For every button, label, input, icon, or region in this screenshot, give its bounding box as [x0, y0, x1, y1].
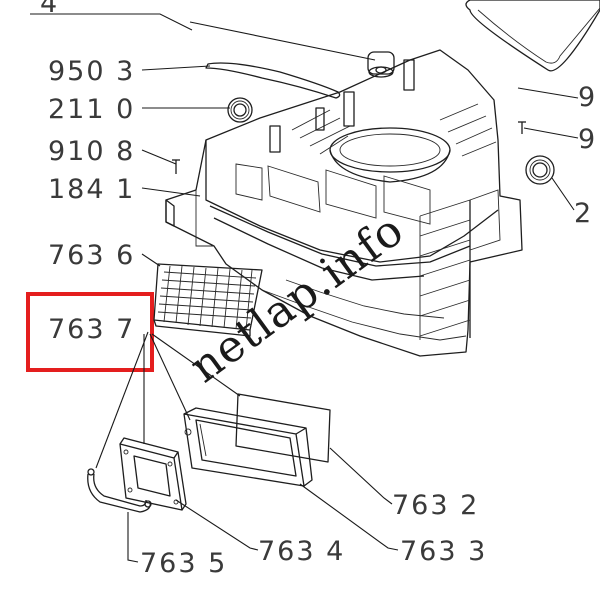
leader-right-screw	[523, 127, 579, 139]
label-right-9b: 9	[578, 124, 597, 155]
screw-9108	[172, 159, 180, 174]
label-7637: 763 7	[48, 314, 135, 345]
seal-strip-9503	[205, 62, 341, 99]
gear-2110	[227, 97, 253, 123]
label-7632: 763 2	[392, 490, 479, 521]
label-1841: 184 1	[48, 174, 135, 205]
handle-7635	[87, 468, 152, 513]
leader-9503	[141, 65, 211, 71]
label-7634: 763 4	[258, 536, 345, 567]
leader-right-gasket	[517, 87, 579, 99]
main-housing-1841	[165, 49, 523, 357]
leader-top-to-cap	[189, 21, 376, 61]
leader-1841	[141, 187, 201, 197]
label-top-partial: 4	[40, 0, 59, 19]
label-9108: 910 8	[48, 136, 135, 167]
leader-7635	[127, 512, 139, 563]
frame-7634	[119, 437, 187, 511]
label-9503: 950 3	[48, 56, 135, 87]
leader-7632	[329, 447, 393, 505]
leader-7637-handle	[95, 331, 149, 469]
leader-9108	[141, 149, 177, 165]
gear-right	[525, 155, 555, 185]
leader-7637-pad	[151, 333, 241, 397]
leader-7636	[141, 253, 161, 267]
leader-7637-cartridge	[149, 333, 191, 421]
screw-right	[518, 121, 526, 134]
label-7636: 763 6	[48, 240, 135, 271]
leader-7633	[299, 483, 399, 551]
filter-pad-7632	[235, 393, 331, 463]
label-7633: 763 3	[400, 536, 487, 567]
leader-right-gear	[551, 177, 575, 211]
filter-cartridge-7633	[183, 407, 313, 487]
label-right-9a: 9	[578, 82, 597, 113]
label-2110: 211 0	[48, 94, 135, 125]
cylinder-cap	[367, 51, 395, 78]
leader-7634	[175, 499, 259, 551]
label-right-2: 2	[574, 198, 593, 229]
gasket-top-right	[465, 0, 600, 72]
filter-grid-7636	[153, 263, 263, 337]
leader-top	[30, 13, 193, 31]
label-7635: 763 5	[140, 548, 227, 579]
watermark-text: netlap.info	[180, 204, 413, 393]
highlight-box-7637	[26, 292, 154, 372]
